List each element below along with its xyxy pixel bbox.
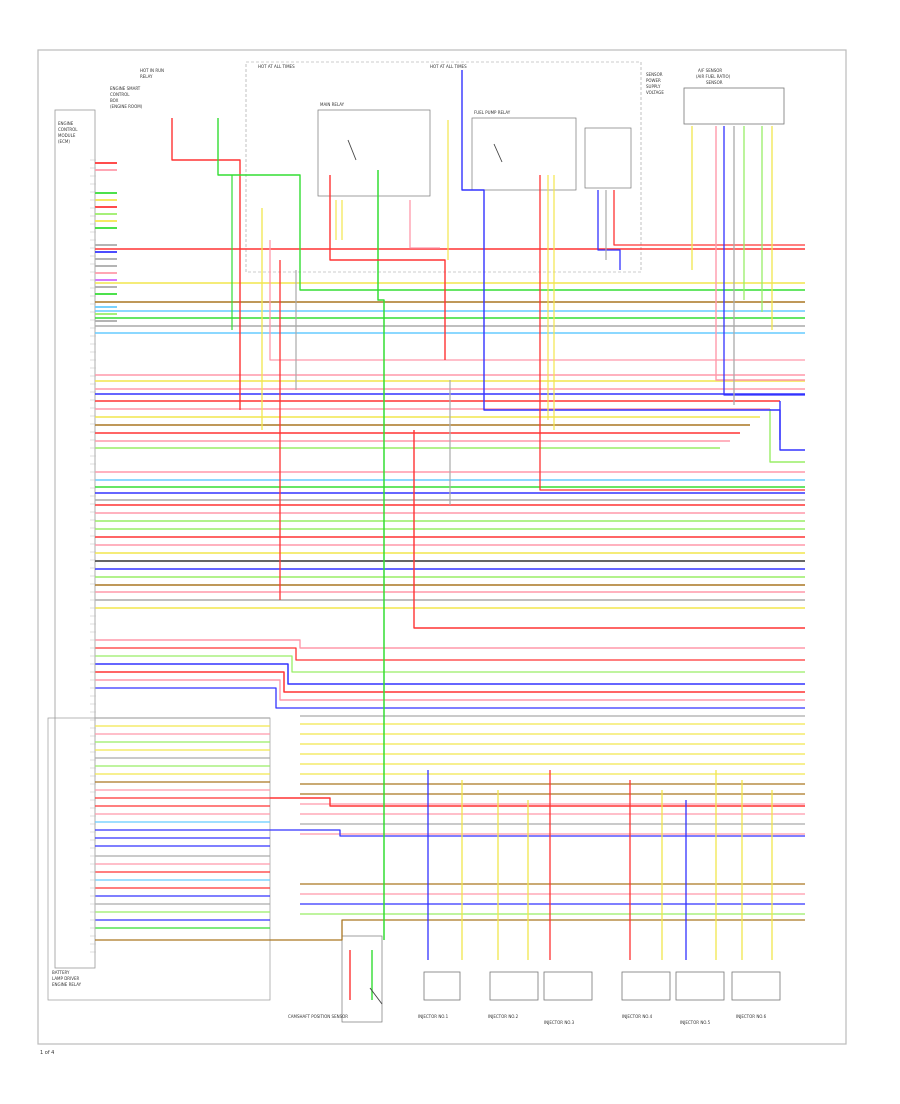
top-left-label-line-3: ENGINE SMART: [110, 86, 141, 91]
injector-2-label: INJECTOR NO.2: [488, 1014, 519, 1019]
right-header-label: SENSOR POWER SUPPLY VOLTAGE: [646, 72, 664, 95]
fuel-pump-relay-contact: [493, 143, 503, 163]
af-sensor-label-line-3: SENSOR: [706, 80, 723, 85]
wire-59: [95, 639, 805, 649]
fuel-pump-relay-label: FUEL PUMP RELAY: [474, 110, 511, 115]
injector-6-label: INJECTOR NO.6: [736, 1014, 767, 1019]
injector-2-body: [489, 971, 539, 1001]
wire-121: [377, 170, 385, 940]
fuel-pump-relay-box: [471, 117, 577, 191]
left-box-label-line-3: ENGINE RELAY: [52, 982, 82, 987]
top-left-label-line-4: CONTROL: [110, 92, 130, 97]
wire-111: [270, 797, 805, 807]
wire-64: [95, 679, 805, 701]
right-header-line-1: SENSOR: [646, 72, 663, 77]
injector-1-label: INJECTOR NO.1: [418, 1014, 449, 1019]
wire-38: [779, 401, 805, 451]
wire-113: [270, 919, 805, 941]
wire-127: [461, 70, 781, 440]
wire-125: [409, 200, 440, 249]
right-header-line-2: POWER: [646, 78, 661, 83]
left-box-label-line-1: BATTERY: [52, 970, 70, 975]
footer-code: 1 of 4: [40, 1050, 54, 1056]
wire-133: [597, 190, 621, 270]
injector-5-body: [675, 971, 725, 1001]
wire-63: [95, 671, 805, 693]
wire-39: [769, 409, 805, 463]
engine-room-box: [245, 61, 642, 273]
top-left-label-line-5: BOX: [110, 98, 119, 103]
left-box-label-line-2: LAMP DRIVER: [52, 976, 79, 981]
ecm-label-line-4: (ECM): [58, 139, 70, 144]
injector-3-label: INJECTOR NO.3: [544, 1020, 575, 1025]
wire-115: [217, 118, 805, 291]
wire-137: [715, 126, 805, 381]
wire-61: [95, 655, 805, 673]
wires: [95, 70, 805, 1000]
wire-62: [95, 663, 805, 685]
hot-label-right: HOT AT ALL TIMES: [430, 64, 467, 69]
main-relay-contact: [347, 139, 357, 161]
ecm-label: ENGINE CONTROL MODULE (ECM): [58, 121, 78, 144]
af-sensor-label-line-2: (AIR FUEL RATIO): [696, 74, 731, 79]
wire-128: [413, 430, 805, 629]
injector-3-body: [543, 971, 593, 1001]
cmp-sensor-element: [369, 987, 383, 1005]
injector-1-body: [423, 971, 461, 1001]
ecm-box: [54, 109, 96, 969]
hot-label-left: HOT AT ALL TIMES: [258, 64, 295, 69]
diagram-frame: [37, 49, 847, 1045]
wire-118: [269, 240, 805, 361]
top-left-label-line-6: (ENGINE ROOM): [110, 104, 143, 109]
ecm-label-line-3: MODULE: [58, 133, 76, 138]
aux-relay-box: [584, 127, 632, 189]
right-header-line-4: VOLTAGE: [646, 90, 664, 95]
af-sensor-label-line-1: A/F SENSOR: [698, 68, 722, 73]
wire-130: [539, 175, 805, 491]
wire-114: [171, 118, 241, 410]
top-left-label: HOT IN RUN RELAY ENGINE SMART CONTROL BO…: [110, 68, 164, 109]
left-box-label: BATTERY LAMP DRIVER ENGINE RELAY: [52, 970, 82, 987]
wire-122: [329, 175, 446, 360]
ecm-label-line-2: CONTROL: [58, 127, 78, 132]
injector-4-label: INJECTOR NO.4: [622, 1014, 653, 1019]
wire-60: [95, 647, 805, 661]
wire-112: [270, 829, 805, 837]
injector-4-body: [621, 971, 671, 1001]
cmp-sensor-label: CAMSHAFT POSITION SENSOR: [288, 1014, 348, 1019]
components: [90, 139, 781, 1005]
wire-135: [613, 190, 805, 246]
af-sensor-connector: [683, 87, 785, 125]
af-sensor-label: A/F SENSOR (AIR FUEL RATIO) SENSOR: [696, 68, 731, 85]
ecm-label-line-1: ENGINE: [58, 121, 74, 126]
main-relay-box: [317, 109, 431, 197]
injector-5-label: INJECTOR NO.5: [680, 1020, 711, 1025]
cmp-sensor-box: [341, 935, 383, 1023]
wire-138: [723, 126, 805, 396]
wire-65: [95, 687, 805, 709]
right-header-line-3: SUPPLY: [646, 84, 661, 89]
injector-6-body: [731, 971, 781, 1001]
lamp-driver-box: [47, 717, 271, 1001]
main-relay-label: MAIN RELAY: [320, 102, 345, 107]
top-left-label-line-1: HOT IN RUN: [140, 68, 164, 73]
top-left-label-line-2: RELAY: [140, 74, 153, 79]
